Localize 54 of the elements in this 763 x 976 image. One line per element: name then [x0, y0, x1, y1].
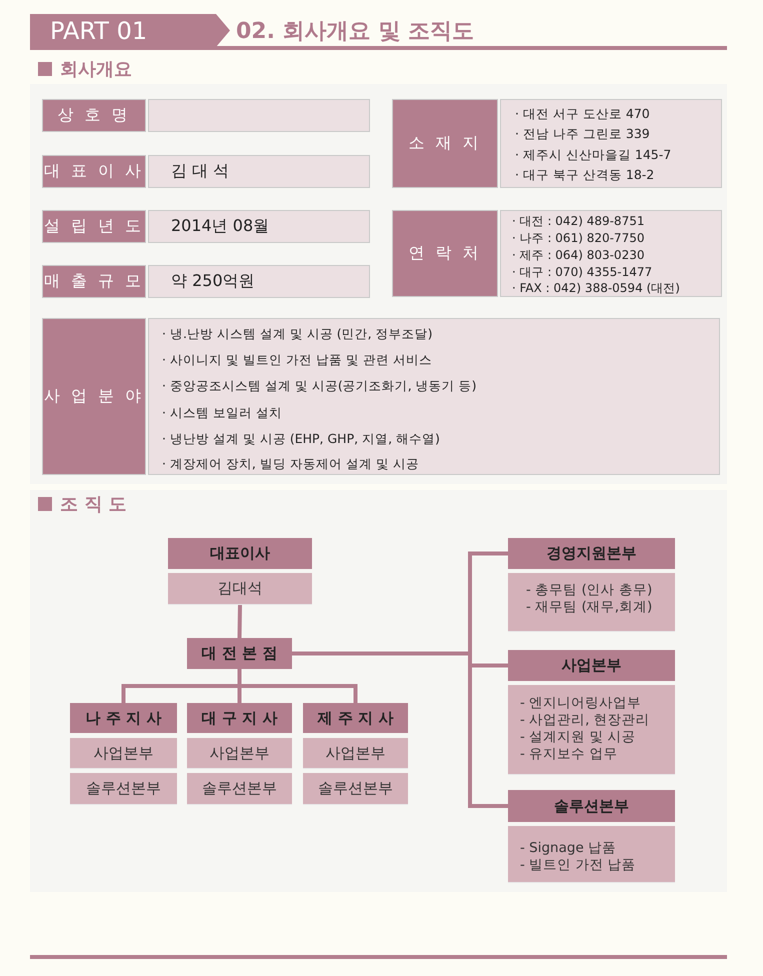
org-header-box: 솔루션본부: [508, 790, 675, 822]
value-cell: 약 250억원: [148, 265, 370, 298]
org-header-box: 사업본부: [508, 650, 675, 681]
org-header-box: 나 주 지 사: [70, 703, 177, 733]
contact-line: · 나주 : 061) 820-7750: [512, 230, 646, 247]
org-unit-box: 솔루션본부: [303, 773, 408, 805]
part-tab: PART 01: [30, 14, 230, 47]
value-cell: 김 대 석: [148, 155, 370, 188]
org-header-box: 대 구 지 사: [187, 703, 292, 733]
address-line: · 제주시 신산마을길 145-7: [515, 146, 672, 164]
header-cell: 대 표 이 사: [42, 155, 146, 188]
header-cell: 상 호 명: [42, 99, 146, 132]
org-header-box: 제 주 지 사: [303, 703, 408, 733]
org-unit-box: 사업본부: [187, 738, 292, 769]
org-unit-box: 사업본부: [70, 738, 177, 769]
org-unit-box: 김대석: [168, 573, 312, 605]
section-heading: 회사개요: [60, 58, 133, 82]
list-item: - 유지보수 업무: [519, 745, 618, 762]
header-cell: 연 락 처: [392, 210, 498, 297]
business-line: · 시스템 보일러 설치: [162, 404, 283, 422]
business-line: · 계장제어 장치, 빌딩 자동제어 설계 및 시공: [162, 454, 420, 472]
list-item: - 재무팀 (재무,회계): [525, 598, 654, 615]
connector-line: [238, 604, 242, 638]
list-item: - 설계지원 및 시공: [519, 728, 637, 745]
header-cell: 사 업 분 야: [42, 318, 146, 475]
contact-line: · 대구 : 070) 4355-1477: [512, 264, 654, 281]
contact-line: · 제주 : 064) 803-0230: [512, 247, 646, 264]
org-header-box: 대표이사: [168, 538, 312, 569]
contact-line: · 대전 : 042) 489-8751: [512, 213, 646, 230]
address-line: · 대전 서구 도산로 470: [515, 104, 651, 122]
list-item: - Signage 납품: [519, 839, 618, 856]
header-cell: 소 재 지: [392, 99, 498, 188]
address-line: · 대구 북구 산격동 18-2: [515, 166, 656, 184]
list-item: - 빌트인 가전 납품: [519, 856, 637, 873]
connector-line: [292, 652, 508, 808]
business-line: · 냉.난방 시스템 설계 및 시공 (민간, 정부조달): [162, 324, 434, 342]
page-title: 02. 회사개요 및 조직도: [236, 18, 475, 46]
value-cell: 2014년 08월: [148, 210, 370, 243]
org-unit-box: 솔루션본부: [187, 773, 292, 805]
list-item: - 총무팀 (인사 총무): [525, 581, 654, 598]
list-item: - 엔지니어링사업부: [519, 694, 642, 711]
org-header-box: 경영지원본부: [508, 538, 675, 569]
header-cell: 매 출 규 모: [42, 265, 146, 298]
list-item: - 사업관리, 현장관리: [519, 711, 651, 728]
address-line: · 전남 나주 그린로 339: [515, 124, 651, 142]
contact-line: · FAX : 042) 388-0594 (대전): [512, 280, 681, 297]
business-line: · 중앙공조시스템 설계 및 시공(공기조화기, 냉동기 등): [162, 376, 478, 394]
org-header-box: 대 전 본 점: [187, 638, 292, 669]
business-line: · 사이니지 및 빌트인 가전 납품 및 관련 서비스: [162, 350, 433, 368]
business-line: · 냉난방 설계 및 시공 (EHP, GHP, 지열, 해수열): [162, 430, 441, 448]
section-heading: 조 직 도: [60, 493, 128, 517]
header-cell: 설 립 년 도: [42, 210, 146, 243]
org-unit-box: 사업본부: [303, 738, 408, 769]
org-unit-box: 솔루션본부: [70, 773, 177, 805]
